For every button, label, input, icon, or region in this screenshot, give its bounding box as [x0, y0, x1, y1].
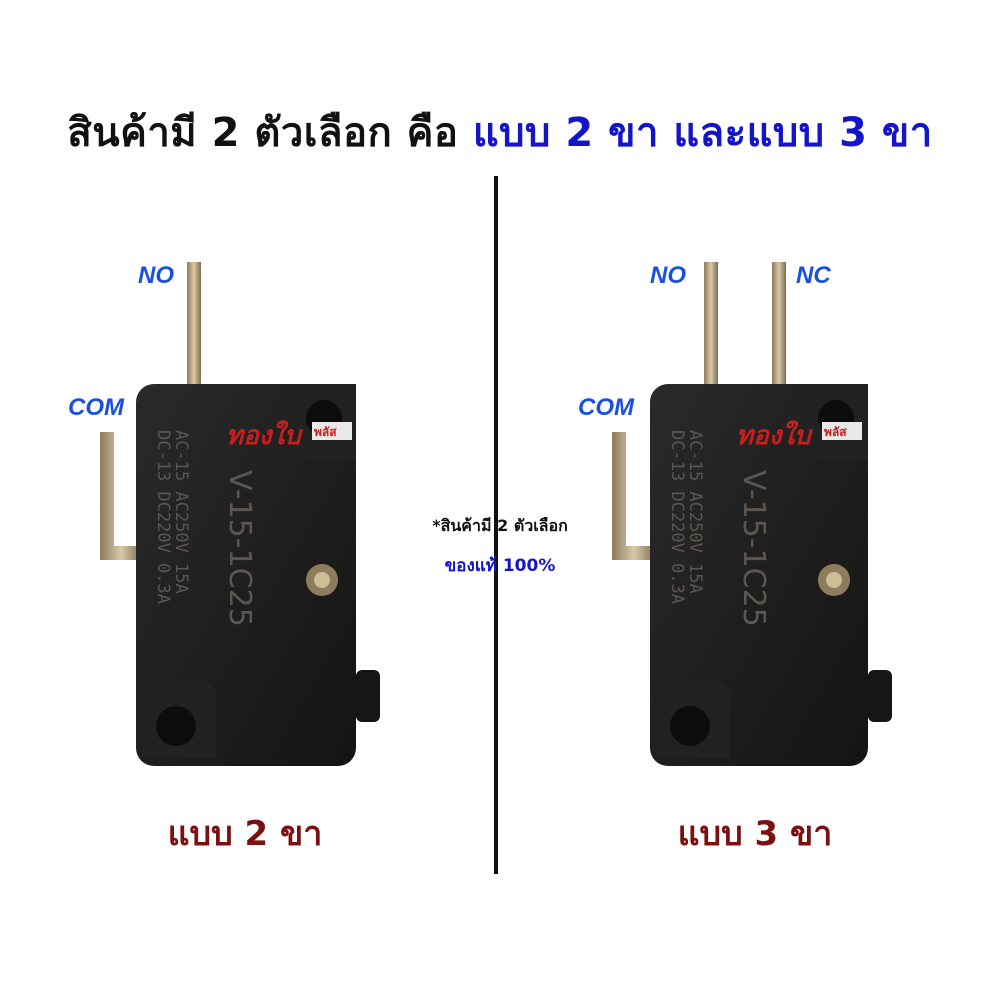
- pin-no: [187, 262, 201, 390]
- switch-model-text: V-15-1C25: [222, 470, 257, 627]
- switch-rating-dc: DC-13 DC220V 0.3A: [667, 430, 687, 604]
- caption-2-pin: แบบ 2 ขา: [167, 814, 323, 854]
- switch-image-3-pin: V-15-1C25 AC-15 AC250V 15A DC-13 DC220V …: [612, 262, 892, 766]
- label-com-left: COM: [68, 394, 124, 421]
- switch-rating-dc: DC-13 DC220V 0.3A: [153, 430, 173, 604]
- switch-image-2-pin: V-15-1C25 AC-15 AC250V 15A DC-13 DC220V …: [100, 262, 380, 766]
- pin-com: [612, 432, 656, 560]
- label-com-right: COM: [578, 394, 634, 421]
- options-note: *สินค้ามี 2 ตัวเลือก: [432, 516, 568, 535]
- switch-model-text: V-15-1C25: [736, 470, 771, 627]
- title-part-blue: แบบ 2 ขา และแบบ 3 ขา: [472, 110, 933, 156]
- caption-3-pin: แบบ 3 ขา: [677, 814, 833, 854]
- brand-watermark: ทองใบ: [736, 420, 813, 451]
- center-divider: [494, 176, 498, 874]
- pin-no: [704, 262, 718, 390]
- switch-rating-ac: AC-15 AC250V 15A: [171, 430, 191, 594]
- page-title: สินค้ามี 2 ตัวเลือก คือ แบบ 2 ขา และแบบ …: [0, 100, 1000, 164]
- brand-watermark-small: พลัส: [314, 425, 337, 439]
- title-part-black: สินค้ามี 2 ตัวเลือก คือ: [67, 110, 473, 156]
- pin-nc: [772, 262, 786, 390]
- label-no-right: NO: [650, 262, 686, 289]
- authentic-note: ของแท้ 100%: [444, 556, 556, 576]
- brand-watermark-small: พลัส: [824, 425, 847, 439]
- pin-com: [100, 432, 142, 560]
- label-no-left: NO: [138, 262, 174, 289]
- switch-rating-ac: AC-15 AC250V 15A: [685, 430, 705, 594]
- switch-body: [650, 384, 868, 766]
- label-nc-right: NC: [796, 262, 831, 289]
- brand-watermark: ทองใบ: [226, 420, 303, 451]
- switch-body: [136, 384, 356, 766]
